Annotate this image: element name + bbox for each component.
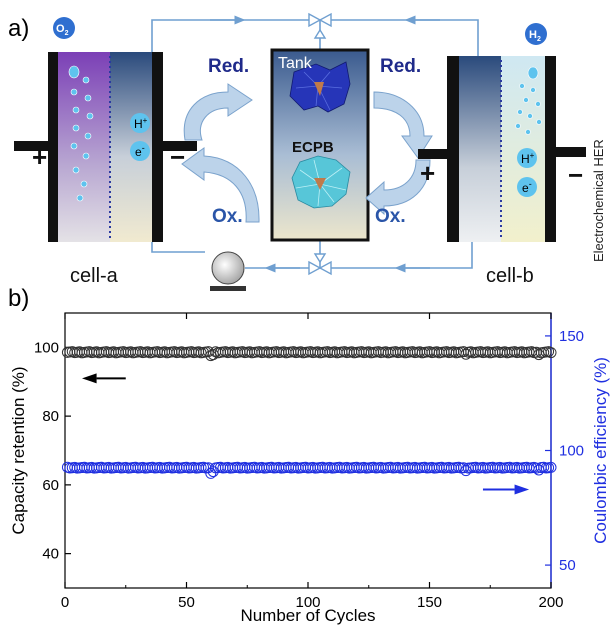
cell-a-plus-sign: + — [32, 142, 47, 172]
x-axis-label: Number of Cycles — [240, 606, 375, 625]
left-axis-arrowhead — [82, 373, 97, 384]
electrode-lead-b-right — [556, 147, 586, 157]
polyhedra-bottom-icon — [291, 155, 351, 209]
redox-arrows-left — [181, 83, 260, 223]
y2-axis-ticks: 50 100 150 — [545, 328, 584, 574]
electrode-lead-b-left — [418, 149, 447, 159]
y2-tick-label: 100 — [559, 443, 584, 460]
redox-arrows-right — [365, 91, 433, 216]
o2-label: O2 — [56, 23, 69, 37]
h2-label: H2 — [529, 29, 541, 43]
curved-arrow-red-right — [373, 91, 433, 159]
red-label-right: Red. — [380, 56, 421, 77]
annotation-layer — [82, 373, 530, 495]
electrochemical-her-label: Electrochemical HER — [591, 139, 606, 262]
series-left — [61, 346, 557, 362]
x-tick-label: 50 — [178, 594, 195, 611]
ecpb-label: ECPB — [292, 139, 334, 156]
x-tick-label: 200 — [538, 594, 563, 611]
cell-a-minus-sign: − — [170, 142, 185, 172]
y-tick-label: 100 — [34, 339, 59, 356]
x-tick-label: 150 — [417, 594, 442, 611]
data-point — [533, 349, 545, 361]
electron-label-b: e- — [522, 179, 532, 195]
cell-b-minus-sign: − — [568, 160, 583, 190]
o2-molecule — [53, 17, 75, 39]
h2-molecule — [525, 23, 547, 45]
x-tick-label: 100 — [295, 594, 320, 611]
tank — [270, 48, 370, 242]
data-point — [545, 461, 557, 473]
curved-arrow-ox-right — [365, 159, 431, 216]
series-right — [61, 461, 557, 479]
x-axis-ticks: 0 50 100 150 200 — [61, 313, 564, 611]
curved-arrow-ox-left — [181, 147, 260, 223]
h-plus-ion-b — [517, 148, 537, 168]
h-plus-label-b: H+ — [521, 151, 535, 166]
valve-icon[interactable] — [308, 12, 332, 39]
right-axis-arrowhead — [514, 484, 530, 495]
ox-label-right: Ox. — [375, 206, 406, 227]
panel-b-label: b) — [8, 285, 29, 312]
panel-a-label: a) — [8, 15, 29, 42]
pump-icon[interactable] — [210, 251, 246, 291]
y2-tick-label: 150 — [559, 328, 584, 345]
y-tick-label: 80 — [42, 408, 59, 425]
tank-label: Tank — [278, 55, 313, 72]
cell-a-outlet-pipe — [151, 241, 205, 253]
curved-arrow-red-left — [183, 83, 253, 141]
data-point — [545, 347, 557, 359]
chart-panel: b) 0 50 100 150 200 40 60 80 100 50 100 150 Numbe… — [8, 285, 610, 625]
y2-axis-label: Coulombic efficiency (%) — [591, 357, 610, 544]
y2-tick-label: 50 — [559, 557, 576, 574]
electrode-lead-a-right — [163, 141, 197, 151]
bubbles-b — [515, 66, 542, 135]
bubbles-a — [68, 65, 94, 202]
cell-a-label: cell-a — [70, 265, 119, 287]
cell-b-plus-sign: + — [420, 158, 435, 188]
y-tick-label: 60 — [42, 477, 59, 494]
series-layer — [61, 346, 557, 479]
h-plus-label-a: H+ — [134, 116, 148, 131]
cell-b — [418, 56, 586, 242]
ox-label-left: Ox. — [212, 206, 243, 227]
y-axis-label: Capacity retention (%) — [9, 366, 28, 534]
cycling-chart: 0 50 100 150 200 40 60 80 100 50 100 150 Number o… — [9, 312, 610, 625]
electrode-lead-a-left — [14, 141, 48, 151]
valve-icon[interactable] — [308, 253, 332, 276]
red-label-left: Red. — [208, 56, 249, 77]
h-plus-ion-a — [130, 113, 150, 133]
y-axis-ticks: 40 60 80 100 — [34, 339, 71, 563]
x-tick-label: 0 — [61, 594, 69, 611]
electron-b — [517, 177, 537, 197]
y-tick-label: 40 — [42, 546, 59, 563]
schematic-panel: a) — [8, 12, 606, 291]
bottom-pipe — [245, 241, 473, 269]
electron-a — [130, 141, 150, 161]
electron-label-a: e- — [135, 143, 145, 159]
polyhedra-top-icon — [289, 61, 351, 113]
cell-b-label: cell-b — [486, 265, 534, 287]
